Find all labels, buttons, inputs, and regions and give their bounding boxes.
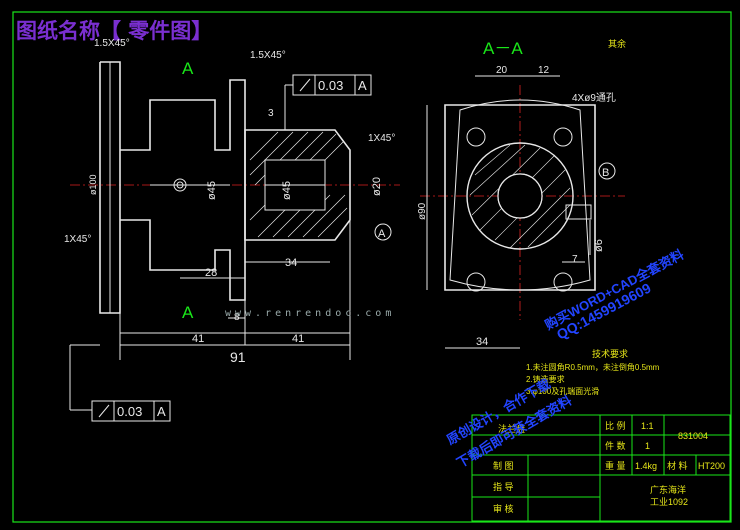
dim-41a: 41 [192,333,204,345]
dim-d90: ø90 [417,202,428,220]
chamfer-left-label: 1X45° [64,234,91,245]
view-label-a-bottom: A [182,303,194,322]
dim-7: 7 [572,254,578,265]
scale-value: 1:1 [641,421,654,431]
section-view-label: A－A [483,39,523,58]
dim-8: 8 [234,312,240,323]
chamfer-right-label: 1X45° [368,133,395,144]
scale-label: 比 例 [605,420,626,431]
material-label: 材 料 [667,460,688,471]
view-label-a-top: A [182,59,194,78]
review-label: 审 核 [493,503,514,514]
class-label: 工业1092 [650,497,688,507]
weight-label: 重 量 [605,460,626,471]
dim-d100: ø100 [88,174,98,195]
tolerance-top: 0.03 A [284,74,372,130]
tech-req-item-3: 3.φ100及孔端面光滑 [526,386,599,396]
datum-b-letter: B [602,167,609,179]
datum-b-marker [598,162,616,180]
dim-d45a: ø45 [206,181,218,200]
tolerance-bottom-datum: A [157,404,166,419]
guide-label: 指 导 [493,481,514,492]
tolerance-bottom-value: 0.03 [117,404,142,419]
tolerance-bottom: 0.03 A [91,400,171,422]
datum-a-marker [374,223,392,241]
dim-d6: ø6 [593,239,605,252]
chamfer-top2-label: 1.5X45° [250,50,286,61]
tolerance-top-value: 0.03 [318,78,343,93]
dim-34b: 34 [476,336,488,348]
chamfer-top-label: 1.5X45° [94,38,130,49]
holes-label: 4Xø9通孔 [572,92,616,104]
tech-req-item-1: 1.未注圆角R0.5mm，未注倒角0.5mm [526,362,660,372]
dim-3: 3 [268,108,274,119]
qty-value: 1 [645,441,650,451]
drawing-title: 图纸名称【 零件图】 [16,19,212,43]
part-name: 法兰盘 [498,423,525,434]
drawing-number: 831004 [678,431,708,441]
title-block [471,414,731,522]
weight-value: 1.4kg [635,461,657,471]
qty-label: 件 数 [605,440,626,451]
right-view [420,85,625,320]
dim-28: 28 [205,267,217,279]
watermark-text: www.renrendoc.com [225,308,395,319]
dim-20: 20 [496,65,508,76]
dim-d20: ø20 [371,177,383,196]
tolerance-top-datum: A [358,78,367,93]
dim-91: 91 [230,349,246,365]
left-dimensions [69,220,351,411]
dim-34a: 34 [285,257,297,269]
material-value: HT200 [698,461,725,471]
drawn-label: 制 图 [493,460,514,471]
school-label: 广东海洋 [650,484,686,495]
dim-41b: 41 [292,333,304,345]
tech-req-item-2: 2.铸造要求 [526,374,565,384]
outer-frame [12,11,732,523]
dim-12: 12 [538,65,550,76]
dim-d45b: ø45 [281,181,293,200]
right-dimensions [426,75,591,349]
roughness-other-label: 其余 [608,38,626,49]
tech-req-heading: 技术要求 [592,348,628,359]
datum-a-letter: A [378,228,386,240]
